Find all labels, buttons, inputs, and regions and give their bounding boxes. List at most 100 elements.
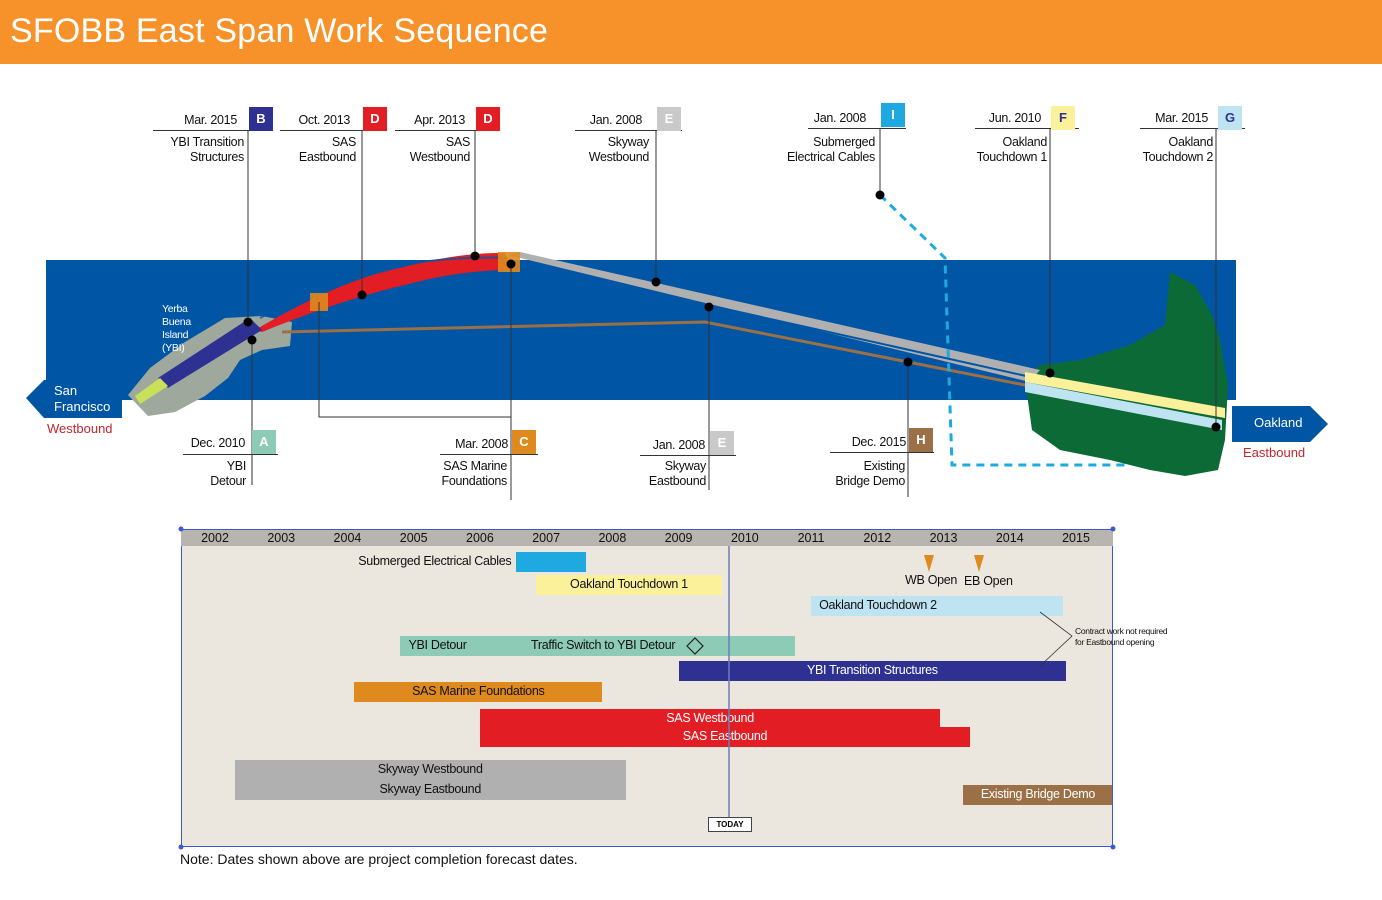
oakland-land xyxy=(1025,272,1228,476)
timeline-bar xyxy=(516,552,586,572)
callout-date: Jan. 2008 xyxy=(652,438,706,452)
year-tick-label: 2008 xyxy=(598,531,627,545)
callout-line: Existing xyxy=(863,459,906,473)
callout-line: YBI xyxy=(226,459,247,473)
callout-date: Mar. 2015 xyxy=(184,113,237,127)
timeline-bar-label: Oakland Touchdown 2 xyxy=(819,598,937,612)
callout-line: Westbound xyxy=(588,150,650,164)
callout-line: Oakland xyxy=(1002,135,1048,149)
callout-date: Jan. 2008 xyxy=(589,113,643,127)
badge-e: E xyxy=(657,107,681,131)
timeline-bar-label: Oakland Touchdown 1 xyxy=(570,577,688,591)
contract-note-leader xyxy=(1039,611,1073,667)
year-tick-label: 2015 xyxy=(1062,531,1090,545)
callout-line: Submerged xyxy=(813,135,875,149)
callout-line: Eastbound xyxy=(648,474,706,488)
badge-b: B xyxy=(249,107,273,131)
ybi-label: Yerba Buena Island (YBI) xyxy=(162,303,191,355)
callout-line: Skyway xyxy=(664,459,707,473)
ybi-label-line: Island xyxy=(162,329,189,341)
badge-a: A xyxy=(252,430,276,454)
timeline-bar: Skyway Eastbound xyxy=(234,780,626,800)
existing-bridge xyxy=(281,320,1041,390)
eb-open-label: EB Open xyxy=(964,574,1013,588)
timeline-bar-label: YBI Transition Structures xyxy=(806,663,938,677)
contract-note: Contract work not required xyxy=(1075,626,1168,636)
callout-line: Electrical Cables xyxy=(787,150,875,164)
oakland-touchdown-1 xyxy=(1025,372,1225,418)
ybi-transition xyxy=(158,318,262,388)
wb-open-label: WB Open xyxy=(905,573,958,587)
timeline-bar-label: Skyway Eastbound xyxy=(379,782,481,796)
callout-line: Touchdown 1 xyxy=(976,150,1048,164)
ybi-detour xyxy=(135,378,168,404)
callout-date: Dec. 2015 xyxy=(851,435,907,449)
timeline-bar: Oakland Touchdown 2 xyxy=(811,596,1063,616)
badge-g: G xyxy=(1218,106,1242,130)
ybi-label-line: (YBI) xyxy=(162,342,185,354)
badge-f: F xyxy=(1051,106,1075,130)
callout-line: SAS xyxy=(331,135,356,149)
contract-note: for Eastbound opening xyxy=(1075,637,1155,647)
callout-date: Jun. 2010 xyxy=(988,111,1042,125)
timeline-bar-label: Submerged Electrical Cables xyxy=(358,554,512,568)
timeline-bar: Existing Bridge Demo xyxy=(963,785,1113,805)
oakland-touchdown-2 xyxy=(1025,382,1222,430)
badge-d: D xyxy=(476,107,500,131)
year-tick-label: 2014 xyxy=(995,531,1024,545)
callout-date: Dec. 2010 xyxy=(190,436,246,450)
callout-line: SAS xyxy=(445,135,470,149)
timeline-bar: SAS Marine Foundations xyxy=(354,682,603,702)
year-tick-label: 2005 xyxy=(399,531,428,545)
switch-diamond-icon xyxy=(686,637,704,655)
timeline-bar: SAS Eastbound xyxy=(479,727,971,747)
westbound-label: Westbound xyxy=(47,421,113,436)
sf-label: San Francisco xyxy=(54,383,110,415)
callout-line: Bridge Demo xyxy=(835,474,905,488)
page-title: SFOBB East Span Work Sequence xyxy=(10,12,549,50)
badge-e: E xyxy=(710,431,734,455)
timeline-bar: SAS Westbound xyxy=(479,709,941,729)
callout-line: Westbound xyxy=(409,150,471,164)
badge-h: H xyxy=(909,428,933,452)
sas-red xyxy=(255,252,510,332)
year-tick-label: 2004 xyxy=(333,531,362,545)
year-tick-label: 2006 xyxy=(466,531,494,545)
footnote: Note: Dates shown above are project comp… xyxy=(180,851,578,867)
timeline-bar-label: Existing Bridge Demo xyxy=(980,787,1096,801)
callout-line: Structures xyxy=(190,150,244,164)
callout-line: YBI Transition xyxy=(170,135,244,149)
badge-c: C xyxy=(512,430,536,454)
sf-label-line: Francisco xyxy=(54,399,111,414)
year-tick-label: 2002 xyxy=(201,531,229,545)
callout-line: Eastbound xyxy=(298,150,356,164)
timeline-bar-label: YBI Detour xyxy=(408,638,467,652)
year-tick-label: 2003 xyxy=(267,531,296,545)
today-label: TODAY xyxy=(708,817,752,832)
oakland-label: Oakland xyxy=(1254,415,1303,430)
sf-label-line: San xyxy=(54,383,78,398)
badge-i: I xyxy=(881,103,905,127)
switch-label: Traffic Switch to YBI Detour xyxy=(531,638,676,652)
ybi-label-line: Buena xyxy=(162,316,191,328)
year-tick-label: 2013 xyxy=(929,531,958,545)
wb-open-marker xyxy=(924,555,934,572)
ybi-label-line: Yerba xyxy=(162,303,188,315)
eastbound-label: Eastbound xyxy=(1243,445,1306,460)
callout-line: Skyway xyxy=(607,135,650,149)
timeline-bar-label: Skyway Westbound xyxy=(377,762,483,776)
year-tick-label: 2007 xyxy=(532,531,561,545)
callout-date: Mar. 2015 xyxy=(1155,111,1208,125)
year-tick-label: 2009 xyxy=(664,531,693,545)
title-bar: SFOBB East Span Work Sequence xyxy=(0,0,1382,64)
timeline-header xyxy=(181,530,1113,546)
timeline-bar-label: SAS Marine Foundations xyxy=(412,684,545,698)
callout-line: Touchdown 2 xyxy=(1142,150,1214,164)
year-tick-label: 2011 xyxy=(797,531,825,545)
callout-date: Jan. 2008 xyxy=(813,111,867,125)
oakland-arrow xyxy=(1232,406,1328,442)
timeline-bar: Oakland Touchdown 1 xyxy=(536,575,722,595)
callout-date: Oct. 2013 xyxy=(298,113,351,127)
timeline-bar: YBI Detour xyxy=(400,636,795,656)
